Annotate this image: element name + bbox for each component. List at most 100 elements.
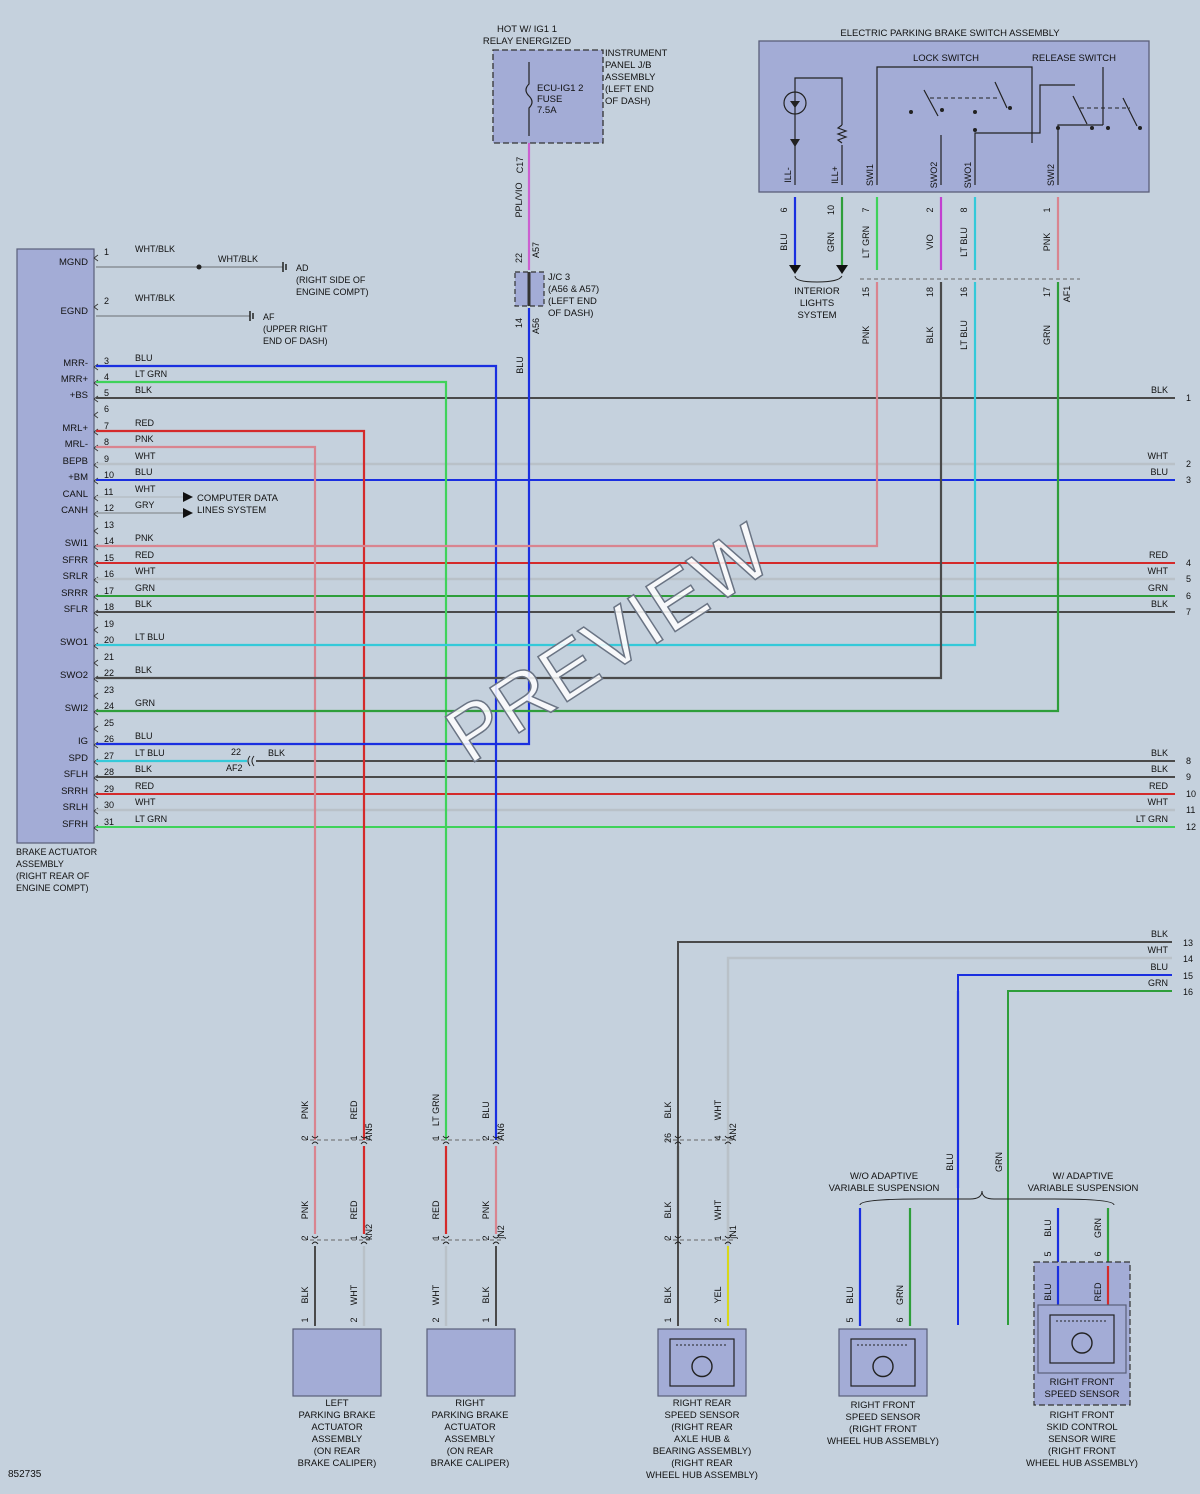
variant-with-label: VARIABLE SUSPENSION [1028,1183,1139,1194]
wire-color-label: BLU [135,731,153,741]
right-rear-sensor-label: RIGHT REAR [673,1398,732,1409]
connector-pin-number: 2 [481,1135,491,1140]
connector-terminal [492,1235,500,1245]
wire-mrr-minus [96,364,498,1140]
right-rear-sensor-label: AXLE HUB & [674,1434,731,1445]
wire-color-label: BLU [1150,962,1168,972]
wire-color-label: GRN [826,232,836,252]
arrow-canl [183,492,193,502]
epb-terminal-label: ILL+ [830,166,840,184]
actuator-terminal-label: SFLH [64,769,88,780]
wire-color-label: GRN [895,1285,905,1305]
actuator-pin-number: 14 [104,536,114,546]
wire-color-label: PNK [481,1201,491,1220]
wire-color-label: GRN [135,583,155,593]
component-pin-number: 6 [895,1317,905,1322]
ground-ad-label: ENGINE COMPT) [296,287,369,297]
wire-color-label: LT GRN [135,369,167,379]
arrow-canh [183,508,193,518]
reference-number: 10 [1186,789,1196,799]
right-front-sensor-label: RIGHT FRONT [851,1400,916,1411]
switch-terminal-dot [973,110,977,114]
wire-color-label: PNK [135,533,154,543]
jc3-label: (LEFT END [548,296,597,307]
left-actuator-label: BRAKE CALIPER) [298,1458,377,1469]
switch-terminal-dot [1138,126,1142,130]
actuator-pin-number: 16 [104,569,114,579]
right-rear-sensor-label: SPEED SENSOR [665,1410,740,1421]
wire-color-label: WHT [713,1099,723,1120]
actuator-pin-number: 19 [104,619,114,629]
wire-color-label: RED [135,781,155,791]
ipjb-label: ASSEMBLY [605,72,656,83]
connector-terminal [442,1135,450,1145]
actuator-pin-number: 17 [104,586,114,596]
wire-color-label: WHT [431,1284,441,1305]
wire-color-label: WHT [1148,451,1169,461]
wire-color-label: GRN [1148,583,1168,593]
connector-terminal [724,1235,732,1245]
wire-color-label: LT GRN [1136,814,1168,824]
wire-mrl-plus [96,429,366,1140]
wire-color-label: BLK [663,1286,673,1303]
actuator-terminal-label: SFLR [64,604,88,615]
right-rear-sensor-label: (RIGHT REAR [671,1458,733,1469]
ipjb-label: INSTRUMENT [605,48,667,59]
component-pin-number: 1 [300,1317,310,1322]
connector-terminal [311,1235,319,1245]
right-front-sensor-label: WHEEL HUB ASSEMBLY) [827,1436,939,1447]
left-actuator-label: LEFT [325,1398,348,1409]
reference-number: 11 [1186,805,1195,815]
pin-terminal-mark [93,411,99,419]
connector-label: kN2 [364,1224,374,1240]
wire-swo1 [96,282,977,647]
ground-ad-symbol [282,262,287,272]
ipjb-label: OF DASH) [605,96,650,107]
pin-terminal-mark [93,659,99,667]
wire-color-label: RED [349,1200,359,1220]
af1-pin-number: 18 [925,287,935,297]
actuator-pin-number: 25 [104,718,114,728]
led-icon [783,91,807,115]
wire-to-ref-16 [1007,990,1172,1325]
pin-number: 22 [514,253,524,263]
led-diode-icon [790,101,800,108]
pin-terminal-mark [93,725,99,733]
connector-pin-number: 2 [300,1135,310,1140]
right-front-speed-sensor-inner [1037,1304,1127,1374]
wire-color-label: PNK [861,326,871,345]
left-actuator-label: ACTUATOR [311,1422,363,1433]
actuator-terminal-label: MRL+ [62,423,88,434]
wire-color-label: RED [135,418,155,428]
epb-title: ELECTRIC PARKING BRAKE SWITCH ASSEMBLY [840,28,1060,39]
epb-pin-number: 7 [861,207,871,212]
actuator-terminal-label: SPD [68,753,88,764]
right-rear-speed-sensor-coil [669,1338,735,1387]
connector-terminal [442,1235,450,1245]
wire-color-label: WHT [1148,566,1169,576]
fuse-label: FUSE [537,94,562,105]
actuator-pin-number: 30 [104,800,114,810]
wire-color-label: BLK [1151,929,1168,939]
switch-terminal-dot [940,108,944,112]
release-switch-label: RELEASE SWITCH [1032,53,1116,64]
ground-af-symbol [249,311,254,321]
wire-color-label: WHT [135,566,156,576]
wire-color-label: WHT [349,1284,359,1305]
actuator-terminal-label: CANL [63,489,88,500]
reference-number: 1 [1186,393,1191,403]
right-front-inner-label: SPEED SENSOR [1045,1389,1120,1400]
ipjb-box [492,49,604,144]
connector-pin-number: 1 [431,1135,441,1140]
splice-point [196,264,202,270]
variant-brace [859,1190,1115,1206]
actuator-pin-number: 7 [104,421,109,431]
pin-terminal-mark [93,527,99,535]
switch-contacts [923,81,1138,127]
variant-without-label: VARIABLE SUSPENSION [829,1183,940,1194]
switch-linkage [930,97,1130,109]
actuator-terminal-label: MGND [59,257,88,268]
ipjb-label: PANEL J/B [605,60,651,71]
af1-pin-number: 15 [861,287,871,297]
